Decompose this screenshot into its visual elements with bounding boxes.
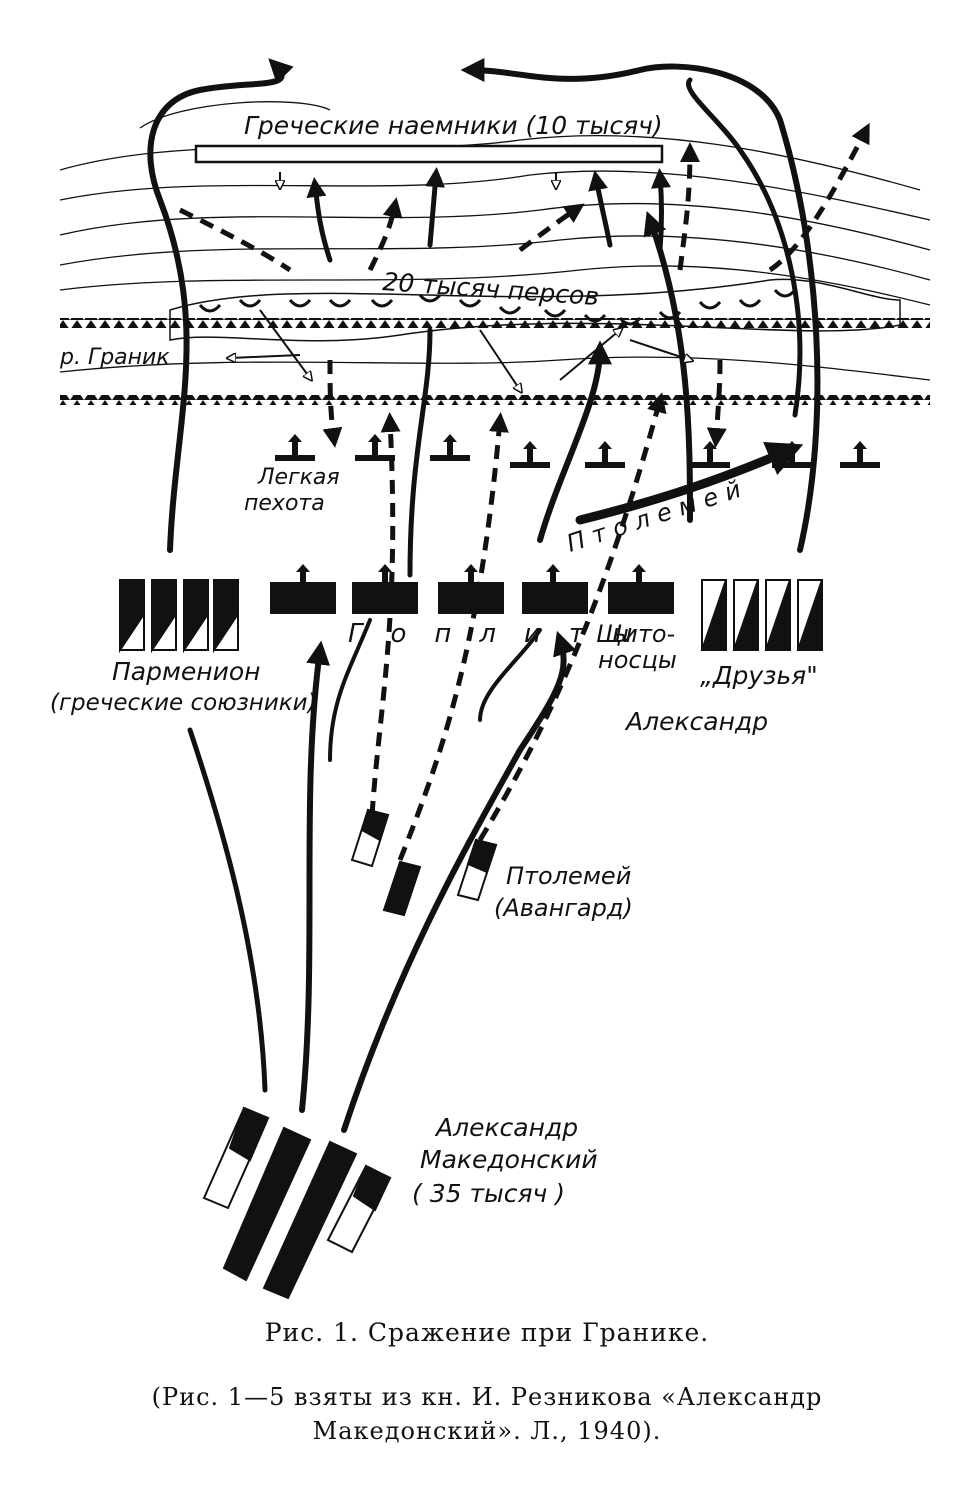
parmenion-label: Парменион (112, 657, 260, 686)
river-label: р. Граник (59, 345, 170, 370)
greek-allies-label: (греческие союзники) (50, 690, 317, 716)
ptolemy-vanguard-label-1: Птолемей (506, 862, 631, 890)
shield-bearers-label-2: носцы (598, 646, 677, 674)
shield-bearers-label-1: Щито- (596, 620, 675, 648)
army-label-2: Македонский (420, 1145, 598, 1174)
mercenaries-bar (194, 144, 664, 164)
granicus-battle-diagram: Греческие наемники (10 тысяч) р. Граник … (50, 58, 931, 1300)
source-line-1: (Рис. 1—5 взяты из кн. И. Резникова «Але… (151, 1383, 823, 1411)
figure-source-note: (Рис. 1—5 взяты из кн. И. Резникова «Але… (0, 1380, 974, 1448)
river-bank-north (60, 318, 930, 328)
army-label-1: Александр (434, 1113, 578, 1142)
source-line-2: Македонский». Л., 1940). (312, 1417, 662, 1445)
ptolemy-vanguard-label-2: (Авангард) (494, 894, 633, 922)
companions-cavalry (700, 579, 823, 651)
river-bank-south (60, 395, 930, 405)
mercenaries-label: Греческие наемники (10 тысяч) (244, 111, 663, 140)
terrain-contours (59, 101, 931, 381)
army-label-3: ( 35 тысяч ) (412, 1179, 565, 1208)
persian-cavalry-units (198, 288, 797, 326)
vanguard-units (350, 808, 498, 917)
figure-caption: Рис. 1. Сражение при Гранике. (264, 1318, 710, 1347)
friends-label: „Друзья" (700, 661, 818, 690)
light-infantry-label-1: Легкая (257, 465, 340, 490)
persians-label: 20 тысяч персов (382, 267, 600, 311)
light-infantry-label-2: пехота (244, 491, 325, 516)
dashed-arrows (178, 122, 870, 861)
main-army-columns (202, 1106, 392, 1300)
attack-arrows (147, 58, 821, 1133)
parmenion-cavalry (119, 579, 239, 654)
hoplite-blocks (270, 564, 674, 614)
alexander-label: Александр (624, 707, 768, 736)
thin-arrows (230, 172, 690, 390)
